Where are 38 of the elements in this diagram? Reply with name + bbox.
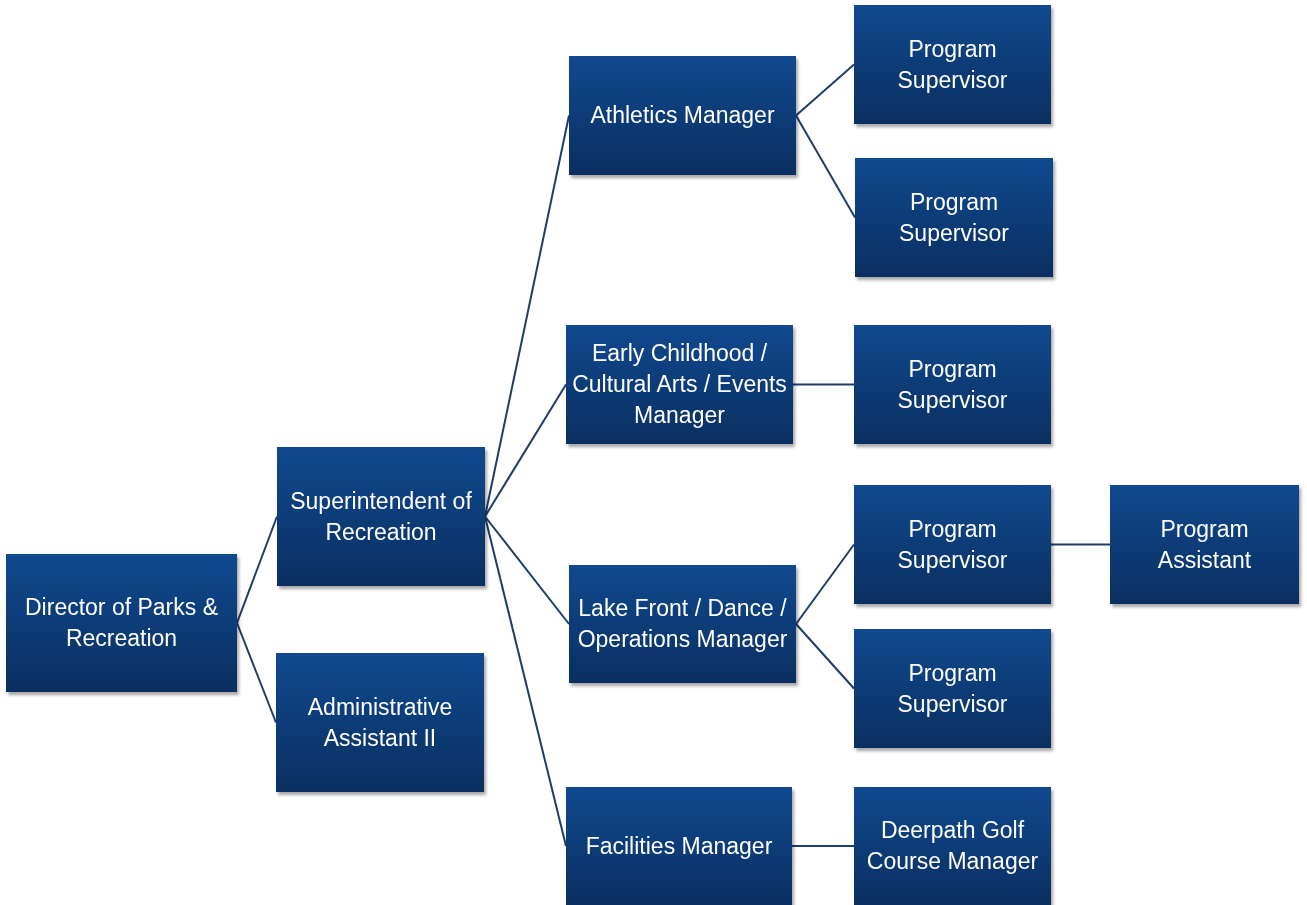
connector-line (1050, 543, 1111, 546)
connector-line (795, 114, 856, 219)
connector-line (792, 383, 855, 386)
position-title: Lake Front / Dance / Operations Manager (576, 594, 789, 654)
org-box (277, 447, 485, 586)
org-box (569, 565, 796, 683)
position-title: Early Childhood / Cultural Arts / Events Manager (571, 339, 788, 430)
connector-line (484, 515, 570, 625)
org-box (1110, 485, 1299, 604)
org-box (566, 787, 792, 905)
position-title: Program Supervisor (898, 187, 1010, 248)
org-box (566, 325, 793, 444)
connector-line (795, 63, 855, 117)
org-box (276, 653, 484, 792)
org-box (854, 787, 1051, 905)
position-title: Program Assistant (1156, 514, 1253, 575)
position-title: Program Supervisor (896, 658, 1009, 719)
org-box (854, 5, 1051, 124)
position-title: Program Supervisor (896, 354, 1009, 415)
org-box (854, 485, 1051, 604)
connector-line (484, 383, 567, 518)
connector-line (236, 622, 277, 724)
connector-line (795, 543, 855, 625)
position-title: Program Supervisor (896, 514, 1009, 575)
position-title: Athletics Manager (590, 101, 775, 130)
connector-line (795, 623, 855, 690)
position-title: Program Supervisor (896, 34, 1009, 95)
org-box (854, 325, 1051, 444)
org-box (855, 158, 1053, 277)
position-title: Facilities Manager (585, 831, 773, 861)
org-box (6, 554, 237, 692)
connector-line (791, 845, 855, 847)
org-box (854, 629, 1051, 748)
org-box (569, 56, 796, 175)
position-title: Deerpath Golf Course Manager (865, 816, 1040, 876)
position-title: Director of Parks & Recreation (24, 593, 219, 653)
position-title: Superintendent of Recreation (289, 486, 473, 547)
position-title: Administrative Assistant II (306, 692, 454, 753)
